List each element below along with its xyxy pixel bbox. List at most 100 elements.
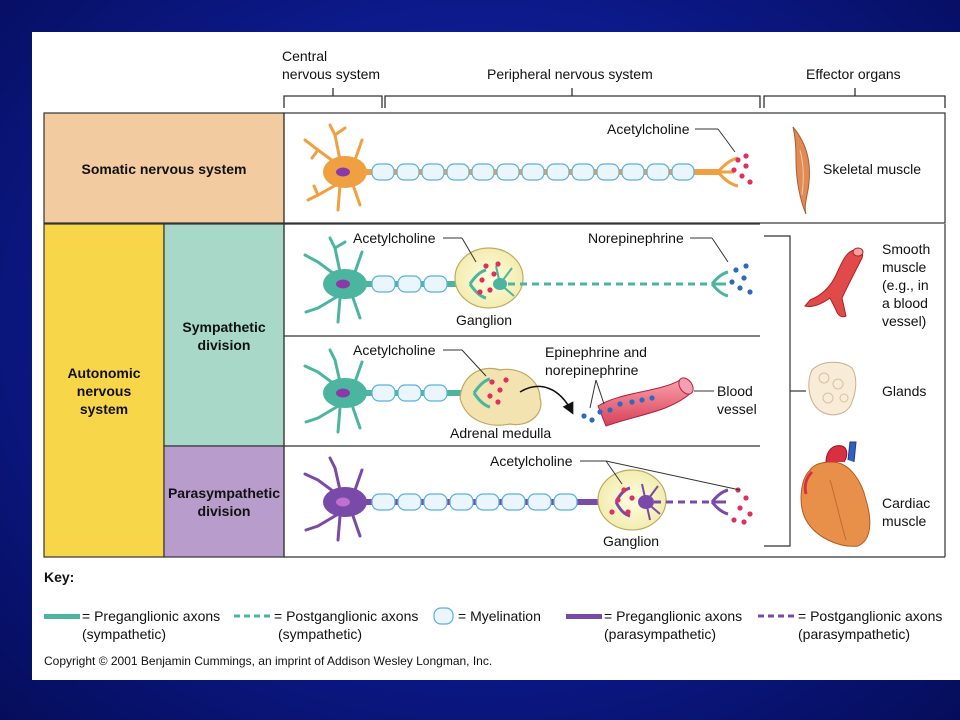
neurotransmitter-dot [487, 287, 493, 293]
neurotransmitter-dot [729, 279, 735, 285]
label-adrenal: Adrenal medulla [450, 425, 551, 441]
myelin-segment [397, 384, 422, 402]
myelin-segment [553, 493, 578, 511]
organ-smooth-1: Smooth [882, 241, 930, 257]
skeletal-muscle-illustration [792, 126, 810, 215]
neurotransmitter-dot [739, 173, 745, 179]
ach-dots-ganglion-parasympathetic [609, 487, 635, 515]
myelin-segment [371, 275, 396, 293]
myelin-segment [527, 493, 552, 511]
header-brackets [283, 88, 946, 108]
myelin-segment [471, 163, 495, 181]
key-post-symp-2: (sympathetic) [278, 626, 362, 642]
key-pre-para-1: = Preganglionic axons [604, 608, 742, 624]
autonomic-label-3: system [80, 401, 128, 417]
neurotransmitter-dot [581, 413, 587, 419]
myelin-sympathetic-1 [371, 275, 448, 293]
label-ach-somatic: Acetylcholine [607, 121, 690, 137]
neurotransmitter-dot [747, 511, 753, 517]
label-ach-para: Acetylcholine [490, 453, 573, 469]
myelin-segment [596, 163, 620, 181]
neurotransmitter-dot [743, 495, 749, 501]
parasympathetic-block [163, 445, 285, 558]
neurotransmitter-dot [735, 157, 741, 163]
sympathetic-block [163, 223, 285, 447]
neurotransmitter-dot [743, 153, 749, 159]
neurotransmitter-dot [477, 289, 483, 295]
myelin-segment [423, 384, 448, 402]
neurotransmitter-dot [625, 509, 631, 515]
somatic-label: Somatic nervous system [82, 161, 247, 177]
myelin-segment [423, 275, 448, 293]
neurotransmitter-dot [731, 517, 737, 523]
key-post-para-2: (parasympathetic) [798, 626, 910, 642]
myelin-segment [371, 163, 395, 181]
neurotransmitter-dot [479, 277, 485, 283]
ach-dots-ganglion-sympathetic [477, 261, 501, 295]
myelin-segment [571, 163, 595, 181]
header-cns-line2: nervous system [282, 66, 380, 82]
label-ach-symp2: Acetylcholine [353, 342, 436, 358]
neurotransmitter-dot [621, 487, 627, 493]
autonomic-label-2: nervous [77, 383, 132, 399]
neurotransmitter-dot [649, 395, 655, 401]
ach-dots-somatic [731, 153, 753, 185]
parasympathetic-label-1: Parasympathetic [168, 485, 280, 501]
myelin-somatic [371, 163, 695, 181]
somatic-block [43, 112, 285, 224]
myelin-segment [449, 493, 474, 511]
key-pre-para-2: (parasympathetic) [604, 626, 716, 642]
myelin-segment [396, 163, 420, 181]
organ-smooth-2: muscle [882, 259, 927, 275]
organ-glands: Glands [882, 383, 926, 399]
myelin-segment [475, 493, 500, 511]
neurotransmitter-dot [737, 505, 743, 511]
norepinephrine-dots [729, 263, 753, 295]
neurotransmitter-dot [741, 275, 747, 281]
label-ganglion-para: Ganglion [603, 533, 659, 549]
smooth-muscle-illustration [804, 247, 864, 318]
organ-cardiac-2: muscle [882, 513, 927, 529]
label-norepinephrine: Norepinephrine [588, 230, 684, 246]
neurotransmitter-dot [743, 163, 749, 169]
myelin-sympathetic-2 [371, 384, 448, 402]
row-frames [283, 112, 946, 558]
key-myelin-swatch [433, 607, 454, 625]
ach-dots-effector-parasympathetic [731, 487, 753, 525]
neurotransmitter-dot [495, 399, 501, 405]
header-pns: Peripheral nervous system [487, 66, 653, 82]
neurotransmitter-dot [597, 409, 603, 415]
myelin-segment [371, 493, 396, 511]
sympathetic-label-1: Sympathetic [182, 319, 265, 335]
myelin-parasympathetic [371, 493, 578, 511]
neurotransmitter-dot [497, 387, 503, 393]
neurotransmitter-dot [639, 397, 645, 403]
neurotransmitter-dot [733, 267, 739, 273]
neurotransmitter-dot [741, 519, 747, 525]
myelin-segment [421, 163, 445, 181]
myelin-segment [496, 163, 520, 181]
sympathetic-neuron-1 [303, 236, 729, 324]
neurotransmitter-dot [737, 285, 743, 291]
organ-skeletal: Skeletal muscle [823, 161, 921, 177]
key-post-para-1: = Postganglionic axons [798, 608, 942, 624]
neurotransmitter-dot [489, 379, 495, 385]
organ-smooth-3: (e.g., in [882, 277, 929, 293]
autonomic-label-1: Autonomic [67, 365, 140, 381]
neurotransmitter-dot [617, 401, 623, 407]
label-blood-2: vessel [717, 401, 757, 417]
neurotransmitter-dot [731, 167, 737, 173]
organ-smooth-5: vessel) [882, 313, 926, 329]
sympathetic-label-2: division [198, 337, 251, 353]
organ-cardiac-1: Cardiac [882, 495, 930, 511]
heart-illustration [800, 441, 871, 547]
ach-dots-adrenal [487, 377, 509, 405]
myelin-segment [621, 163, 645, 181]
key-pre-para-swatch [566, 614, 602, 619]
myelin-segment [501, 493, 526, 511]
myelin-segment [646, 163, 670, 181]
label-ach-symp1: Acetylcholine [353, 230, 436, 246]
neurotransmitter-dot [607, 407, 613, 413]
label-epi-1: Epinephrine and [545, 344, 647, 360]
